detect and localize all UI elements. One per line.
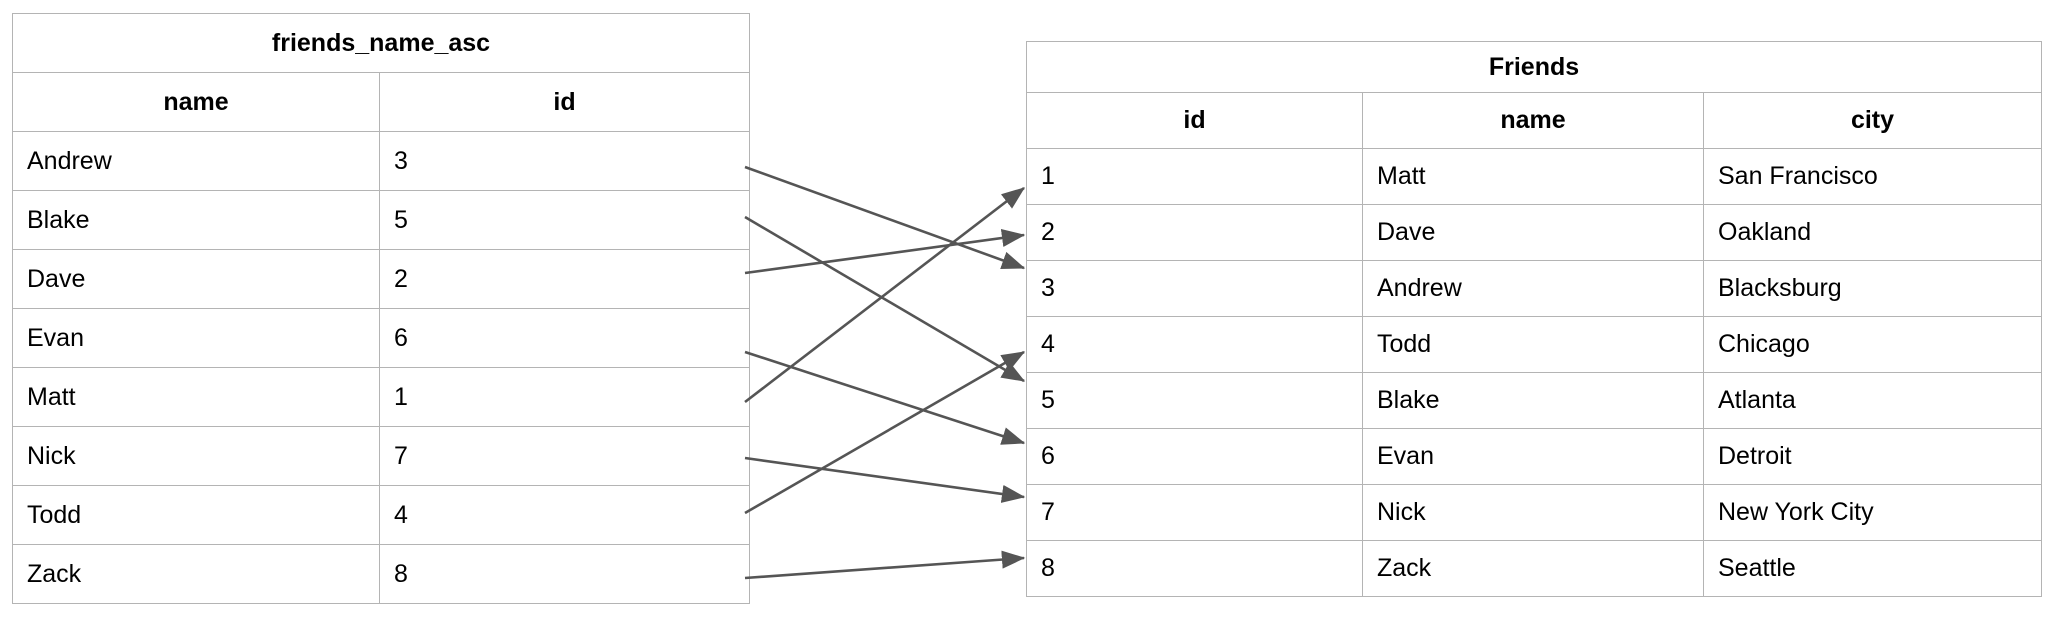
mapping-arrow [744,165,1026,270]
table-row: Todd 4 [12,485,750,545]
right-table-header-row: id name city [1026,92,2042,149]
left-cell-name: Zack [12,544,380,604]
mapping-arrow [744,186,1026,404]
right-cell-id: 6 [1026,428,1363,485]
right-cell-id: 7 [1026,484,1363,541]
right-cell-id: 8 [1026,540,1363,597]
table-row: 7 Nick New York City [1026,484,2042,541]
mapping-arrow [744,228,1026,275]
right-cell-city: Seattle [1703,540,2042,597]
right-table-title-row: Friends [1026,41,2042,93]
table-row: 4 Todd Chicago [1026,316,2042,373]
right-cell-name: Evan [1362,428,1704,485]
left-cell-id: 4 [379,485,750,545]
left-cell-id: 5 [379,190,750,250]
left-table-title: friends_name_asc [12,13,750,73]
left-table-header-row: name id [12,72,750,132]
right-cell-name: Dave [1362,204,1704,261]
mapping-arrow [744,350,1026,515]
left-cell-id: 6 [379,308,750,368]
table-row: Evan 6 [12,308,750,368]
right-cell-name: Zack [1362,540,1704,597]
right-cell-id: 4 [1026,316,1363,373]
table-row: 5 Blake Atlanta [1026,372,2042,429]
right-cell-city: Detroit [1703,428,2042,485]
table-row: Andrew 3 [12,131,750,191]
left-column-header-name: name [12,72,380,132]
right-table-title: Friends [1026,41,2042,93]
table-row: Nick 7 [12,426,750,486]
right-cell-name: Blake [1362,372,1704,429]
right-column-header-id: id [1026,92,1363,149]
right-cell-name: Nick [1362,484,1704,541]
left-cell-name: Evan [12,308,380,368]
left-cell-id: 3 [379,131,750,191]
right-column-header-city: city [1703,92,2042,149]
left-column-header-id: id [379,72,750,132]
right-cell-name: Andrew [1362,260,1704,317]
table-row: 6 Evan Detroit [1026,428,2042,485]
table-row: Matt 1 [12,367,750,427]
right-cell-city: San Francisco [1703,148,2042,205]
left-cell-id: 2 [379,249,750,309]
left-index-table: friends_name_asc name id Andrew 3 Blake … [12,13,750,604]
right-cell-city: New York City [1703,484,2042,541]
left-cell-name: Nick [12,426,380,486]
right-cell-id: 1 [1026,148,1363,205]
left-table-title-row: friends_name_asc [12,13,750,73]
table-row: 8 Zack Seattle [1026,540,2042,597]
table-row: Zack 8 [12,544,750,604]
right-column-header-name: name [1362,92,1704,149]
table-row: Dave 2 [12,249,750,309]
right-cell-name: Matt [1362,148,1704,205]
right-cell-city: Chicago [1703,316,2042,373]
right-cell-city: Oakland [1703,204,2042,261]
mapping-arrow [744,350,1026,445]
right-cell-id: 2 [1026,204,1363,261]
arrow-group [744,165,1026,580]
right-cell-name: Todd [1362,316,1704,373]
left-cell-id: 7 [379,426,750,486]
left-cell-name: Blake [12,190,380,250]
right-base-table: Friends id name city 1 Matt San Francisc… [1026,41,2042,597]
table-row: 2 Dave Oakland [1026,204,2042,261]
mapping-arrow [744,550,1026,580]
left-cell-id: 1 [379,367,750,427]
mapping-arrow [744,456,1026,503]
table-row: Blake 5 [12,190,750,250]
right-cell-id: 5 [1026,372,1363,429]
left-cell-name: Dave [12,249,380,309]
table-row: 1 Matt San Francisco [1026,148,2042,205]
right-cell-id: 3 [1026,260,1363,317]
mapping-arrow [744,215,1026,383]
left-cell-name: Andrew [12,131,380,191]
right-cell-city: Blacksburg [1703,260,2042,317]
right-cell-city: Atlanta [1703,372,2042,429]
left-cell-name: Matt [12,367,380,427]
left-cell-name: Todd [12,485,380,545]
table-row: 3 Andrew Blacksburg [1026,260,2042,317]
left-cell-id: 8 [379,544,750,604]
